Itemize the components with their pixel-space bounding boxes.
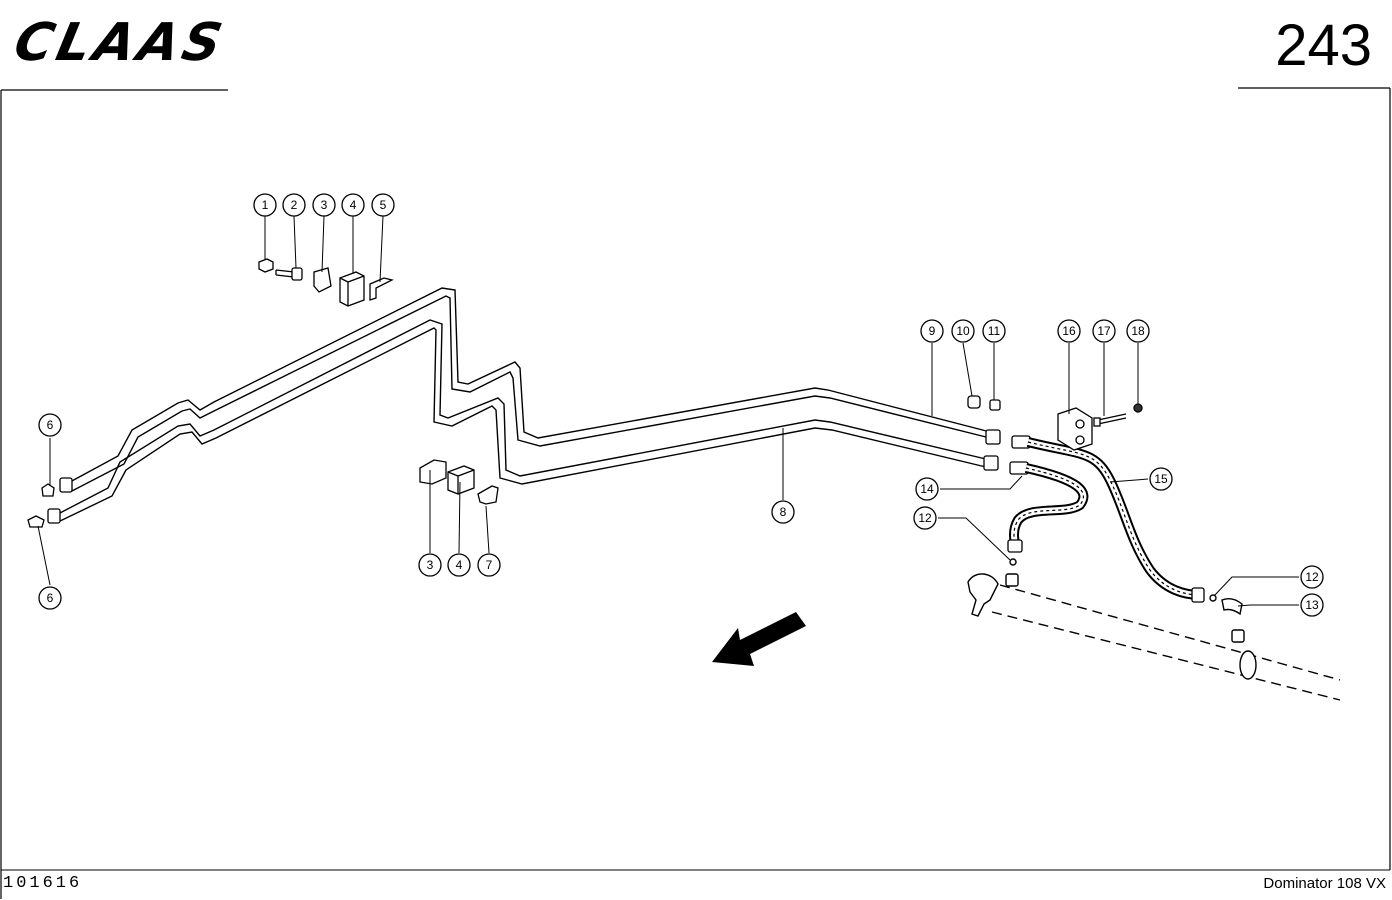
- callout-number: 1: [262, 198, 269, 212]
- callout-number: 9: [929, 324, 936, 338]
- clamp-16-assembly: [967, 395, 1143, 451]
- callout-circle: [282, 193, 306, 217]
- page-frame: [0, 87, 1391, 899]
- drawing-id: 101616: [3, 874, 83, 893]
- callout-number: 2: [291, 198, 298, 212]
- callout-circle: [1300, 593, 1324, 617]
- callout-number: 16: [1062, 324, 1076, 338]
- callout-c-1: 1: [253, 193, 277, 217]
- claas-logo: CLAAS: [8, 13, 231, 73]
- callout-number: 5: [380, 198, 387, 212]
- callout-circle: [982, 319, 1006, 343]
- callout-number: 15: [1154, 472, 1168, 486]
- callout-number: 6: [47, 591, 54, 605]
- direction-arrow: [712, 612, 806, 666]
- callout-circle: [38, 586, 62, 610]
- hose-14: [1007, 463, 1089, 553]
- callout-circle: [447, 553, 471, 577]
- callout-c-18: 18: [1126, 319, 1150, 343]
- callout-number: 12: [918, 511, 932, 525]
- callout-number: 3: [427, 558, 434, 572]
- callout-circle: [1149, 467, 1173, 491]
- callout-circle: [371, 193, 395, 217]
- callout-number: 10: [956, 324, 970, 338]
- pipe-upper: [69, 287, 999, 493]
- callout-c-11: 11: [982, 319, 1006, 343]
- callout-circle: [920, 319, 944, 343]
- callout-number: 3: [321, 198, 328, 212]
- callout-c-5: 5: [371, 193, 395, 217]
- callout-number: 6: [47, 418, 54, 432]
- callout-circle: [418, 553, 442, 577]
- callout-circle: [951, 319, 975, 343]
- callout-circle: [915, 477, 939, 501]
- callout-c-16: 16: [1057, 319, 1081, 343]
- callout-circle: [1126, 319, 1150, 343]
- callout-c-10: 10: [951, 319, 975, 343]
- callout-c-15: 15: [1149, 467, 1173, 491]
- hose-15: [1026, 437, 1205, 603]
- clamp-parts-middle: [419, 459, 499, 505]
- callout-c-12b: 12: [1300, 565, 1324, 589]
- callout-number: 4: [456, 558, 463, 572]
- callout-circle: [1300, 565, 1324, 589]
- callout-circle: [1057, 319, 1081, 343]
- callout-circle: [341, 193, 365, 217]
- callout-number: 8: [780, 505, 787, 519]
- callout-circle: [771, 500, 795, 524]
- callout-c-13: 13: [1300, 593, 1324, 617]
- callout-circle: [38, 413, 62, 437]
- callout-circle: [253, 193, 277, 217]
- callout-circle: [312, 193, 336, 217]
- callout-c-3a: 3: [312, 193, 336, 217]
- callout-c-4b: 4: [447, 553, 471, 577]
- right-fittings: [983, 429, 1031, 475]
- callout-number: 7: [486, 558, 493, 572]
- callout-c-9: 9: [920, 319, 944, 343]
- callout-c-6a: 6: [38, 413, 62, 437]
- callout-c-17: 17: [1092, 319, 1116, 343]
- hydraulic-cylinder: [967, 558, 1341, 701]
- callout-c-4a: 4: [341, 193, 365, 217]
- callout-number: 13: [1305, 598, 1319, 612]
- callout-circle: [913, 506, 937, 530]
- model-name: Dominator 108 VX: [1263, 875, 1386, 892]
- callout-number: 18: [1131, 324, 1145, 338]
- clamp-parts-top: [258, 258, 394, 307]
- callout-c-7: 7: [477, 553, 501, 577]
- callout-c-3b: 3: [418, 553, 442, 577]
- callout-c-2: 2: [282, 193, 306, 217]
- callout-number: 17: [1097, 324, 1111, 338]
- callout-c-12a: 12: [913, 506, 937, 530]
- callout-c-8: 8: [771, 500, 795, 524]
- callout-c-14: 14: [915, 477, 939, 501]
- callout-number: 12: [1305, 570, 1319, 584]
- left-fittings: [27, 477, 73, 528]
- callout-circle: [477, 553, 501, 577]
- callout-circle: [1092, 319, 1116, 343]
- callout-number: 14: [920, 482, 934, 496]
- callout-number: 11: [988, 324, 1001, 338]
- pipe-lower: [57, 319, 991, 523]
- callout-number: 4: [350, 198, 357, 212]
- leader-lines: [37, 215, 1299, 607]
- page-number: 243: [1275, 13, 1372, 78]
- callout-c-6b: 6: [38, 586, 62, 610]
